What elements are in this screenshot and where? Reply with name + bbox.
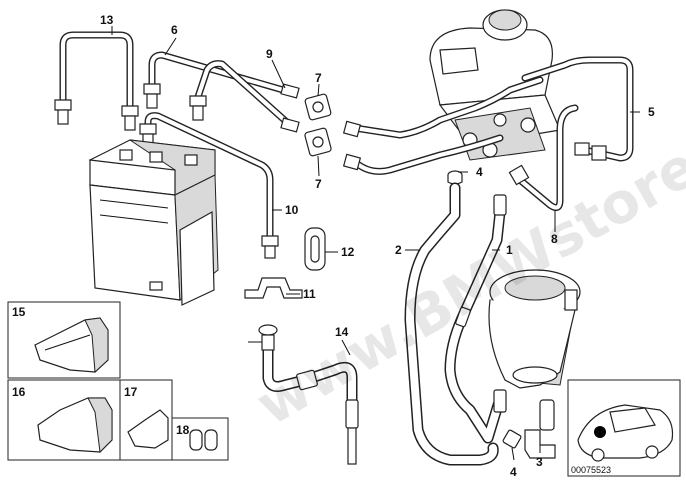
callout-14: 14 [335,325,349,339]
brake-pipe-6 [148,51,294,96]
callout-18: 18 [176,423,190,437]
hose-fittings [455,194,507,413]
location-marker [594,426,606,438]
callout-4-upper: 4 [476,165,483,179]
callout-2: 2 [395,243,402,257]
abs-hydraulic-unit [88,139,219,306]
brake-pipe-5 [521,56,634,162]
callout-numbers: 13 6 9 7 7 10 11 12 5 4 2 1 8 14 15 16 1… [12,13,655,479]
fitting-3 [524,399,556,459]
callout-17: 17 [124,385,138,399]
brake-pipe-13 [59,31,134,116]
nut-4-lower [502,429,522,449]
leader-lines [111,26,640,461]
brake-hose-14 [248,324,359,465]
brake-pipes-to-master-cylinder [351,76,544,175]
adapter-7-upper [304,93,332,121]
brake-pipe-9 [193,60,294,129]
callout-15: 15 [12,305,26,319]
master-cylinder-fittings [342,120,607,186]
nut-4-upper [447,170,463,185]
reference-number: 00075523 [571,465,611,475]
pump-unit [488,269,581,389]
callout-3: 3 [536,455,543,469]
callout-6: 6 [171,23,178,37]
callout-5: 5 [648,105,655,119]
pipe-fittings-left [54,83,300,259]
adapter-7-lower [304,127,332,157]
callout-10: 10 [285,203,299,217]
callout-7-lower: 7 [315,177,322,191]
callout-4-lower: 4 [510,465,517,479]
brake-pipe-8 [516,104,579,212]
hose-2 [404,182,499,466]
callout-8: 8 [551,232,558,246]
clip-box-18 [171,417,229,461]
callout-16: 16 [12,385,26,399]
callout-12: 12 [341,245,355,259]
callout-9: 9 [266,47,273,61]
vehicle-location-inset [567,379,681,477]
brake-pipe-10 [144,112,274,242]
callout-13: 13 [100,13,114,27]
clip-box-15 [7,301,121,379]
grommet-12 [304,227,326,271]
callout-1: 1 [506,243,513,257]
callout-11: 11 [303,287,316,301]
bracket-11 [244,277,303,299]
callout-7-upper: 7 [315,71,322,85]
